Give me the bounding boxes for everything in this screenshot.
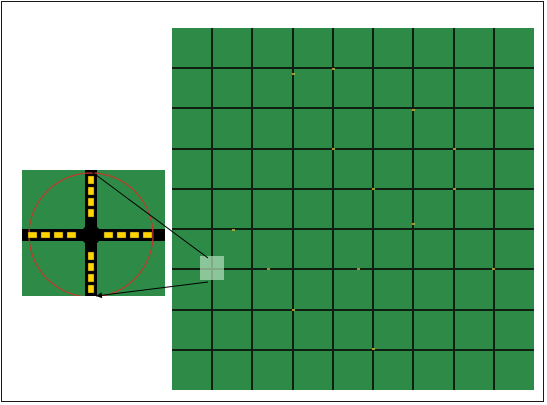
vehicle-marker bbox=[492, 268, 495, 270]
vehicle bbox=[88, 187, 94, 195]
vehicle-marker bbox=[372, 188, 375, 190]
vehicle-marker bbox=[292, 309, 295, 311]
vehicle-marker bbox=[292, 73, 295, 75]
vehicle bbox=[130, 232, 139, 238]
inset-intersection-center bbox=[81, 225, 101, 245]
vehicle bbox=[88, 285, 94, 293]
vehicle bbox=[143, 232, 152, 238]
grid-road-vertical bbox=[251, 28, 253, 390]
vehicle-marker bbox=[453, 148, 456, 150]
vehicle bbox=[88, 263, 94, 271]
grid-road-vertical bbox=[292, 28, 294, 390]
grid-road-vertical bbox=[211, 28, 213, 390]
vehicle-marker bbox=[332, 148, 335, 150]
vehicle bbox=[88, 198, 94, 206]
vehicle bbox=[88, 274, 94, 282]
vehicle-marker bbox=[267, 268, 270, 270]
grid-road-vertical bbox=[453, 28, 455, 390]
grid-ground bbox=[172, 28, 534, 390]
grid-road-horizontal bbox=[172, 349, 534, 351]
vehicle-marker bbox=[412, 109, 415, 111]
grid-road-horizontal bbox=[172, 188, 534, 190]
grid-road-horizontal bbox=[172, 67, 534, 69]
vehicle-marker bbox=[412, 223, 415, 225]
vehicle bbox=[41, 232, 50, 238]
grid-road-vertical bbox=[372, 28, 374, 390]
vehicle bbox=[88, 209, 94, 217]
grid-road-horizontal bbox=[172, 268, 534, 270]
vehicle-marker bbox=[372, 348, 375, 350]
vehicle bbox=[88, 252, 94, 260]
vehicle-marker bbox=[232, 229, 235, 231]
grid-road-vertical bbox=[493, 28, 495, 390]
vehicle bbox=[54, 232, 63, 238]
vehicle-marker bbox=[332, 68, 335, 70]
grid-road-vertical bbox=[412, 28, 414, 390]
grid-road-horizontal bbox=[172, 309, 534, 311]
vehicle bbox=[117, 232, 126, 238]
vehicle bbox=[104, 232, 113, 238]
grid-road-horizontal bbox=[172, 148, 534, 150]
vehicle bbox=[67, 232, 76, 238]
vehicle bbox=[88, 176, 94, 184]
vehicle-marker bbox=[453, 188, 456, 190]
grid-road-vertical bbox=[332, 28, 334, 390]
grid-road-horizontal bbox=[172, 107, 534, 109]
grid-road-horizontal bbox=[172, 228, 534, 230]
selected-intersection-highlight[interactable] bbox=[200, 256, 224, 280]
vehicle bbox=[28, 232, 37, 238]
city-grid-map[interactable] bbox=[172, 28, 534, 390]
intersection-zoom-inset bbox=[22, 170, 165, 296]
vehicle-marker bbox=[357, 268, 360, 270]
